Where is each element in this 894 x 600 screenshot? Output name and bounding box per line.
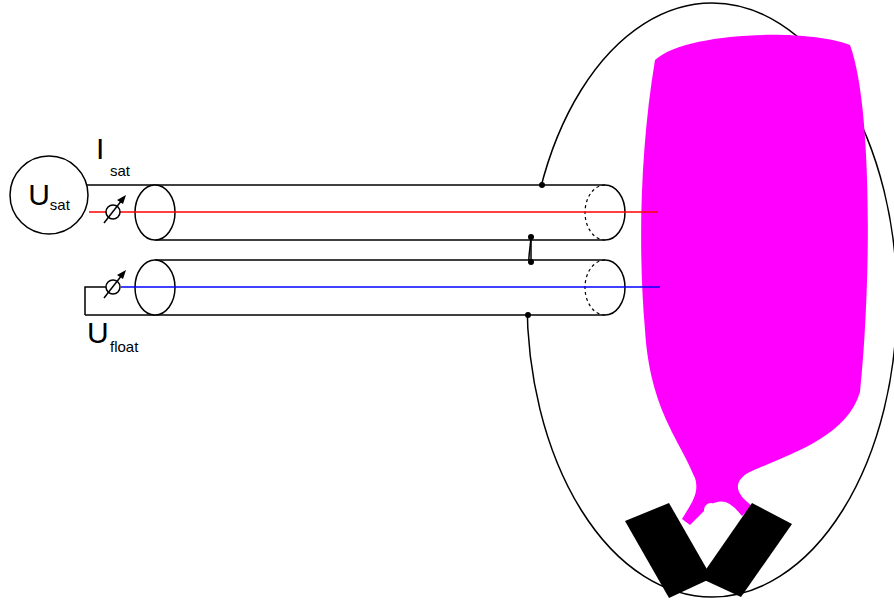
- signal-subscript: sat: [110, 163, 130, 178]
- tube-shield: [86, 184, 605, 186]
- tube-shield: [155, 239, 605, 241]
- tube-shield: [155, 259, 605, 261]
- divertor-tile: [625, 503, 712, 598]
- signal-symbol: I: [96, 134, 104, 164]
- junction-dot: [528, 259, 534, 265]
- return-wire: [85, 287, 106, 315]
- x-point-gap: [704, 503, 718, 517]
- shield-link: [530, 237, 532, 262]
- signal-subscript: float: [110, 339, 138, 354]
- signal-symbol: U: [87, 318, 109, 348]
- circle-outline: [10, 156, 88, 234]
- probe-wire: [121, 286, 660, 288]
- source-circle: Usat: [9, 155, 89, 235]
- divertor-tile: [700, 503, 792, 597]
- symbol-subscript: sat: [50, 197, 70, 212]
- meter-symbol: [104, 270, 126, 298]
- junction-dot: [528, 234, 534, 240]
- plasma: [641, 35, 868, 525]
- probe-wire: [89, 211, 658, 213]
- junction-dot: [539, 182, 545, 188]
- meter-symbol: [104, 195, 126, 223]
- junction-dot: [525, 312, 531, 318]
- symbol-letter: U: [28, 180, 50, 210]
